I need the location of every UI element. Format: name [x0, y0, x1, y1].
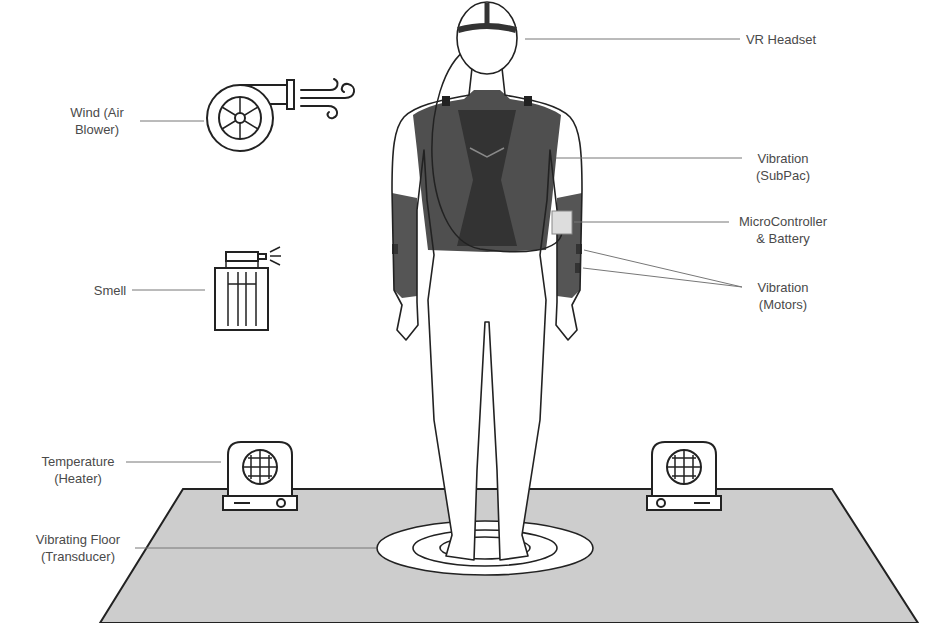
callout-label: Temperature (Heater) — [34, 453, 122, 487]
heater-icon — [223, 442, 297, 510]
microcontroller-box — [552, 211, 572, 234]
heater-grill — [667, 450, 701, 484]
heater-slot — [234, 502, 250, 504]
wind-line — [301, 106, 337, 118]
leader-line — [583, 250, 742, 287]
leader-line — [135, 548, 376, 549]
blower-flange — [287, 80, 294, 109]
spray-lines — [270, 247, 281, 265]
leader-line — [126, 462, 221, 463]
callout-label: Vibration (SubPac) — [747, 150, 819, 184]
motor-sleeve — [392, 193, 417, 298]
floor-transducer — [377, 521, 593, 575]
vest-chevron — [470, 148, 504, 157]
head — [457, 2, 517, 74]
leader-line — [525, 39, 740, 40]
callout-label: Vibration (Motors) — [747, 279, 819, 313]
blower-wheel — [219, 97, 261, 139]
heater-base — [647, 496, 721, 510]
vest-panel — [457, 110, 517, 246]
motor-sleeve — [557, 193, 582, 298]
diffuser-nozzle — [258, 254, 266, 259]
body-outline — [392, 68, 487, 560]
wind-symbol — [301, 79, 354, 118]
wheel-hub — [235, 113, 245, 123]
body-outline — [487, 68, 582, 560]
heater-base — [223, 496, 297, 510]
heater-grill — [243, 450, 277, 484]
wheel-spokes — [222, 97, 258, 139]
grill-lines — [667, 450, 701, 484]
grill-lines — [243, 450, 277, 484]
callout-label: Wind (Air Blower) — [68, 104, 126, 138]
wind-line — [301, 79, 337, 90]
diffuser-body — [215, 268, 268, 330]
transducer-ring — [377, 521, 593, 575]
callout-label: MicroController & Battery — [734, 213, 832, 247]
heater-slot — [694, 502, 710, 504]
callout-label: Vibrating Floor (Transducer) — [27, 531, 129, 565]
wind-line — [301, 84, 354, 98]
cable — [432, 48, 562, 252]
leader-line — [556, 158, 742, 159]
heater-knob — [657, 499, 665, 507]
diffuser-tubes — [226, 261, 258, 326]
callout-label: Smell — [94, 282, 127, 299]
leader-line — [140, 121, 204, 122]
leader-line — [132, 290, 205, 291]
human-figure — [392, 2, 582, 560]
transducer-ring — [413, 530, 557, 566]
leader-lines — [126, 39, 742, 548]
heater-knob — [277, 499, 285, 507]
callout-label: VR Headset — [746, 31, 816, 48]
smell-diffuser-icon — [215, 247, 281, 330]
leader-line — [574, 222, 729, 223]
blower-housing — [207, 85, 273, 151]
air-blower-icon — [207, 80, 294, 151]
vr-headset-strap — [485, 3, 490, 27]
diffuser-cap — [226, 252, 258, 261]
heater-icon — [647, 442, 721, 510]
